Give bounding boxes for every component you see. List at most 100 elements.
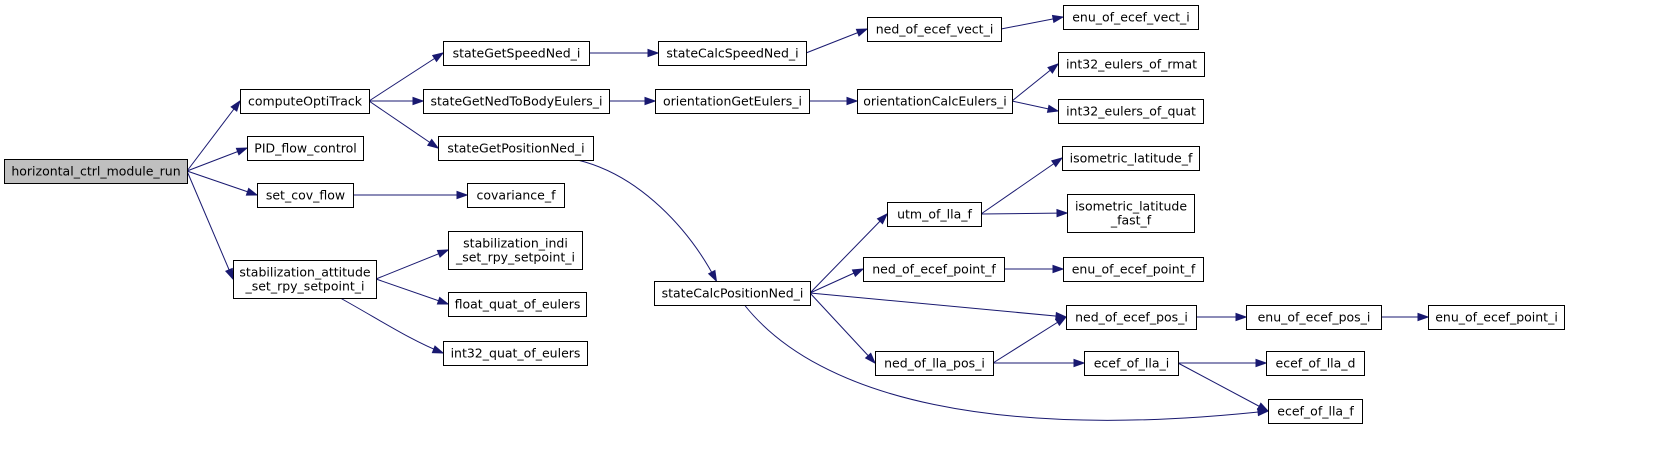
node-ecef-of-lla-d[interactable]: ecef_of_lla_d bbox=[1266, 351, 1365, 376]
edge-arrowhead bbox=[431, 52, 445, 63]
edge-computeoptitrack-to-stategetspeedned-i bbox=[368, 52, 445, 102]
node-set-cov-flow[interactable]: set_cov_flow bbox=[257, 183, 354, 208]
node-computeoptitrack[interactable]: computeOptiTrack bbox=[240, 89, 370, 114]
edge-line bbox=[809, 213, 888, 294]
node-ned-of-ecef-point-f[interactable]: ned_of_ecef_point_f bbox=[863, 257, 1005, 282]
edge-arrowhead bbox=[230, 99, 241, 112]
edge-line bbox=[577, 159, 717, 282]
node-box bbox=[875, 351, 994, 376]
edge-statecalcpositionned-i-to-ned-of-lla-pos-i bbox=[809, 292, 877, 365]
nodes-layer: horizontal_ctrl_module_run computeOptiTra… bbox=[4, 5, 1565, 424]
edge-ned-of-ecef-point-f-to-enu-of-ecef-point-f bbox=[1004, 264, 1065, 274]
node-box bbox=[1066, 305, 1197, 330]
edge-arrowhead bbox=[1235, 312, 1248, 322]
node-box bbox=[658, 41, 807, 66]
edge-line bbox=[744, 304, 1269, 421]
node-ned-of-lla-pos-i[interactable]: ned_of_lla_pos_i bbox=[875, 351, 994, 376]
node-label: int32_eulers_of_rmat bbox=[1066, 57, 1197, 72]
node-ecef-of-lla-i[interactable]: ecef_of_lla_i bbox=[1084, 351, 1179, 376]
node-orientationcalceulers-i[interactable]: orientationCalcEulers_i bbox=[857, 89, 1013, 114]
node-float-quat-of-eulers[interactable]: float_quat_of_eulers bbox=[448, 292, 587, 317]
edge-line bbox=[992, 316, 1067, 364]
node-label: horizontal_ctrl_module_run bbox=[11, 164, 180, 179]
node-label: stateCalcPositionNed_i bbox=[662, 286, 804, 301]
edge-arrowhead bbox=[426, 138, 440, 149]
edge-utm-of-lla-f-to-isometric-latitude-fast-f bbox=[980, 208, 1069, 218]
edge-line bbox=[186, 170, 258, 196]
node-enu-of-ecef-pos-i[interactable]: enu_of_ecef_pos_i bbox=[1246, 305, 1382, 330]
node-int32-eulers-of-quat[interactable]: int32_eulers_of_quat bbox=[1058, 99, 1204, 124]
edge-statecalcpositionned-i-to-utm-of-lla-f bbox=[809, 212, 889, 294]
node-utm-of-lla-f[interactable]: utm_of_lla_f bbox=[887, 202, 982, 227]
node-box bbox=[887, 202, 982, 227]
node-ecef-of-lla-f[interactable]: ecef_of_lla_f bbox=[1268, 399, 1363, 424]
node-enu-of-ecef-vect-i[interactable]: enu_of_ecef_vect_i bbox=[1063, 5, 1199, 30]
node-stategetnedtobodyeulers-i[interactable]: stateGetNedToBodyEulers_i bbox=[423, 89, 610, 114]
edge-line bbox=[980, 157, 1063, 215]
node-pid-flow-control[interactable]: PID_flow_control bbox=[247, 136, 364, 161]
edge-stategetspeedned-i-to-statecalcspeedned-i bbox=[589, 48, 660, 58]
node-label: stateGetNedToBodyEulers_i bbox=[431, 94, 603, 109]
node-enu-of-ecef-point-f[interactable]: enu_of_ecef_point_f bbox=[1063, 257, 1204, 282]
edges-layer bbox=[186, 14, 1430, 421]
node-box bbox=[1428, 305, 1565, 330]
node-box bbox=[1266, 351, 1365, 376]
node-label: isometric_latitude_f bbox=[1070, 151, 1193, 166]
edge-computeoptitrack-to-stategetnedtobodyeulers-i bbox=[369, 96, 425, 106]
node-label: orientationGetEulers_i bbox=[663, 94, 802, 109]
edge-arrowhead bbox=[245, 187, 259, 196]
edge-arrowhead bbox=[235, 147, 249, 156]
node-box bbox=[4, 159, 188, 184]
node-isometric-latitude-fast-f[interactable]: isometric_latitude_fast_f bbox=[1067, 194, 1195, 233]
node-box bbox=[448, 231, 583, 270]
edge-ecef-of-lla-i-to-ecef-of-lla-f bbox=[1177, 362, 1270, 412]
node-label: stateGetSpeedNed_i bbox=[453, 46, 581, 61]
node-orientationgeteulers-i[interactable]: orientationGetEulers_i bbox=[655, 89, 810, 114]
node-stab-att[interactable]: stabilization_attitude_set_rpy_setpoint_… bbox=[233, 260, 377, 299]
node-box bbox=[443, 41, 590, 66]
edge-statecalcpositionned-i-to-ned-of-ecef-pos-i bbox=[809, 292, 1068, 321]
node-stategetspeedned-i[interactable]: stateGetSpeedNed_i bbox=[443, 41, 590, 66]
node-label: enu_of_ecef_point_i bbox=[1435, 310, 1558, 325]
node-covariance-f[interactable]: covariance_f bbox=[467, 183, 565, 208]
edge-arrowhead bbox=[1046, 104, 1060, 113]
edge-line bbox=[375, 278, 449, 305]
node-int32-eulers-of-rmat[interactable]: int32_eulers_of_rmat bbox=[1058, 52, 1205, 77]
edge-ecef-of-lla-i-to-ecef-of-lla-d bbox=[1178, 358, 1268, 368]
edge-orientationcalceulers-i-to-int32-eulers-of-rmat bbox=[1011, 63, 1060, 102]
node-label: _fast_f bbox=[1110, 213, 1152, 228]
node-enu-of-ecef-point-i[interactable]: enu_of_ecef_point_i bbox=[1428, 305, 1565, 330]
edge-stab-att-to-int32-quat-of-eulers bbox=[340, 297, 445, 354]
edge-line bbox=[809, 292, 876, 364]
edge-arrowhead bbox=[1054, 316, 1068, 327]
node-label: ned_of_lla_pos_i bbox=[884, 356, 985, 371]
node-box bbox=[1063, 5, 1199, 30]
node-label: stateCalcSpeedNed_i bbox=[666, 46, 798, 61]
node-stategetpositionned-i[interactable]: stateGetPositionNed_i bbox=[438, 136, 594, 161]
edge-arrowhead bbox=[876, 212, 889, 225]
edge-root-to-pid-flow-control bbox=[186, 147, 249, 172]
edge-arrowhead bbox=[436, 249, 450, 258]
node-label: ecef_of_lla_d bbox=[1276, 356, 1356, 371]
node-box bbox=[233, 260, 377, 299]
edge-ned-of-lla-pos-i-to-ned-of-ecef-pos-i bbox=[992, 316, 1068, 364]
node-stab-indi[interactable]: stabilization_indi_set_rpy_setpoint_i bbox=[448, 231, 583, 270]
node-statecalcpositionned-i[interactable]: stateCalcPositionNed_i bbox=[654, 281, 811, 306]
node-label: isometric_latitude bbox=[1075, 199, 1187, 214]
node-root[interactable]: horizontal_ctrl_module_run bbox=[4, 159, 188, 184]
node-ned-of-ecef-pos-i[interactable]: ned_of_ecef_pos_i bbox=[1066, 305, 1197, 330]
edge-line bbox=[1177, 362, 1269, 412]
edge-ned-of-ecef-vect-i-to-enu-of-ecef-vect-i bbox=[1000, 14, 1065, 30]
node-ned-of-ecef-vect-i[interactable]: ned_of_ecef_vect_i bbox=[867, 17, 1002, 42]
node-box bbox=[1062, 146, 1200, 171]
edge-arrowhead bbox=[1051, 14, 1065, 24]
node-statecalcspeedned-i[interactable]: stateCalcSpeedNed_i bbox=[658, 41, 807, 66]
edge-line bbox=[368, 100, 439, 149]
node-label: ned_of_ecef_pos_i bbox=[1075, 310, 1188, 325]
node-int32-quat-of-eulers[interactable]: int32_quat_of_eulers bbox=[443, 341, 588, 366]
edge-root-to-stab-att bbox=[186, 170, 234, 281]
edge-root-to-computeoptitrack bbox=[186, 99, 241, 172]
node-isometric-latitude-f[interactable]: isometric_latitude_f bbox=[1062, 146, 1200, 171]
